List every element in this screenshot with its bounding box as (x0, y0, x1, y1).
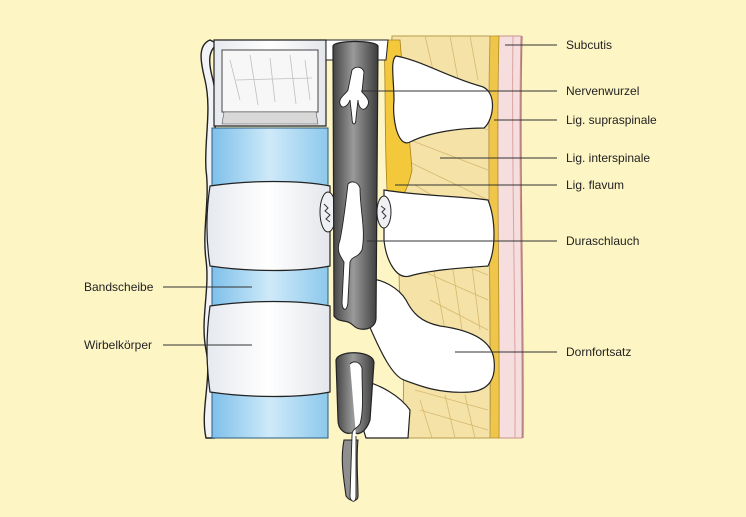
label-lig-supraspinale: Lig. supraspinale (566, 113, 657, 127)
label-subcutis: Subcutis (566, 38, 613, 52)
label-dornfortsatz: Dornfortsatz (566, 345, 632, 359)
facet-joints (319, 191, 392, 233)
leader-lines (163, 44, 557, 353)
vertebral-bodies (206, 180, 331, 398)
nerve-roots (337, 66, 369, 502)
subcutis-layer (496, 35, 746, 517)
label-wirbelkoerper: Wirbelkörper (84, 338, 153, 352)
label-duraschlauch: Duraschlauch (566, 234, 640, 248)
label-bandscheibe: Bandscheibe (84, 280, 154, 294)
label-lig-interspinale: Lig. interspinale (566, 151, 651, 165)
label-nervenwurzel: Nervenwurzel (566, 84, 640, 98)
vertebral-body-top (213, 39, 327, 127)
label-lig-flavum: Lig. flavum (566, 178, 625, 192)
